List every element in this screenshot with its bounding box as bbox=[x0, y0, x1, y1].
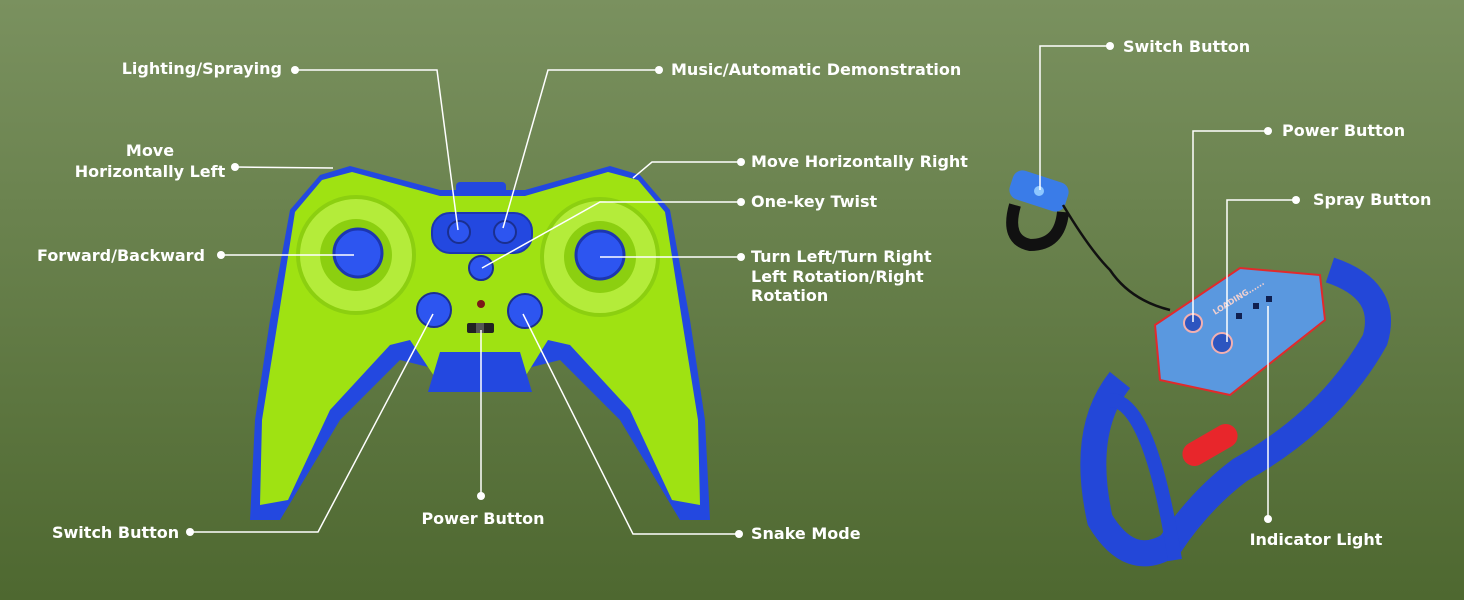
label-lighting-spraying: Lighting/Spraying bbox=[121, 59, 282, 78]
top-button-pad bbox=[431, 212, 533, 254]
label-forward-backward: Forward/Backward bbox=[37, 246, 205, 265]
label-music-demo: Music/Automatic Demonstration bbox=[671, 60, 962, 79]
strap-red-light bbox=[1182, 424, 1238, 467]
controller-bottom-blue bbox=[428, 352, 532, 392]
label-one-key-twist: One-key Twist bbox=[751, 192, 878, 211]
power-switch-knob bbox=[476, 323, 484, 333]
one-key-twist-button bbox=[468, 255, 494, 281]
module-indicator-dot bbox=[1253, 303, 1259, 309]
lighting-spraying-button bbox=[447, 220, 471, 244]
module-indicator-dot bbox=[1266, 296, 1272, 302]
wristband-illustration: LOADING...... bbox=[1006, 170, 1391, 567]
label-switch-button: Switch Button bbox=[52, 523, 180, 542]
left-joystick bbox=[332, 227, 384, 279]
label-power-button: Power Button bbox=[421, 509, 545, 528]
wrist-module bbox=[1153, 266, 1327, 397]
label-move-left-line2: Horizontally Left bbox=[74, 162, 226, 181]
label-move-left-line1: Move bbox=[125, 141, 175, 160]
label-move-right: Move Horizontally Right bbox=[751, 152, 968, 171]
module-spray-button bbox=[1211, 332, 1233, 354]
switch-mode-button bbox=[416, 292, 452, 328]
label-spray-button: Spray Button bbox=[1313, 190, 1432, 209]
right-joystick bbox=[574, 229, 626, 281]
label-wrist-power-button: Power Button bbox=[1282, 121, 1406, 140]
callout-dots bbox=[186, 42, 1300, 538]
label-indicator-light: Indicator Light bbox=[1249, 530, 1383, 549]
label-turn-line2: Left Rotation/Right bbox=[751, 267, 924, 286]
music-demo-button bbox=[493, 220, 517, 244]
wrist-strap bbox=[1080, 257, 1391, 567]
label-turn-line1: Turn Left/Turn Right bbox=[751, 247, 932, 266]
controller-top-bumper bbox=[456, 182, 506, 196]
snake-mode-button bbox=[507, 293, 543, 329]
label-turn-line3: Rotation bbox=[751, 286, 829, 305]
callout-lines bbox=[190, 45, 1296, 535]
controller-indicator-led bbox=[477, 300, 485, 308]
strap-loop bbox=[1109, 393, 1182, 562]
module-indicator-dot bbox=[1236, 313, 1242, 319]
cable bbox=[1061, 204, 1171, 312]
finger-ring bbox=[1006, 203, 1069, 252]
controller-illustration bbox=[250, 166, 710, 520]
label-snake-mode: Snake Mode bbox=[751, 524, 861, 543]
finger-switch-button bbox=[1034, 186, 1044, 196]
label-wrist-switch-button: Switch Button bbox=[1123, 37, 1251, 56]
